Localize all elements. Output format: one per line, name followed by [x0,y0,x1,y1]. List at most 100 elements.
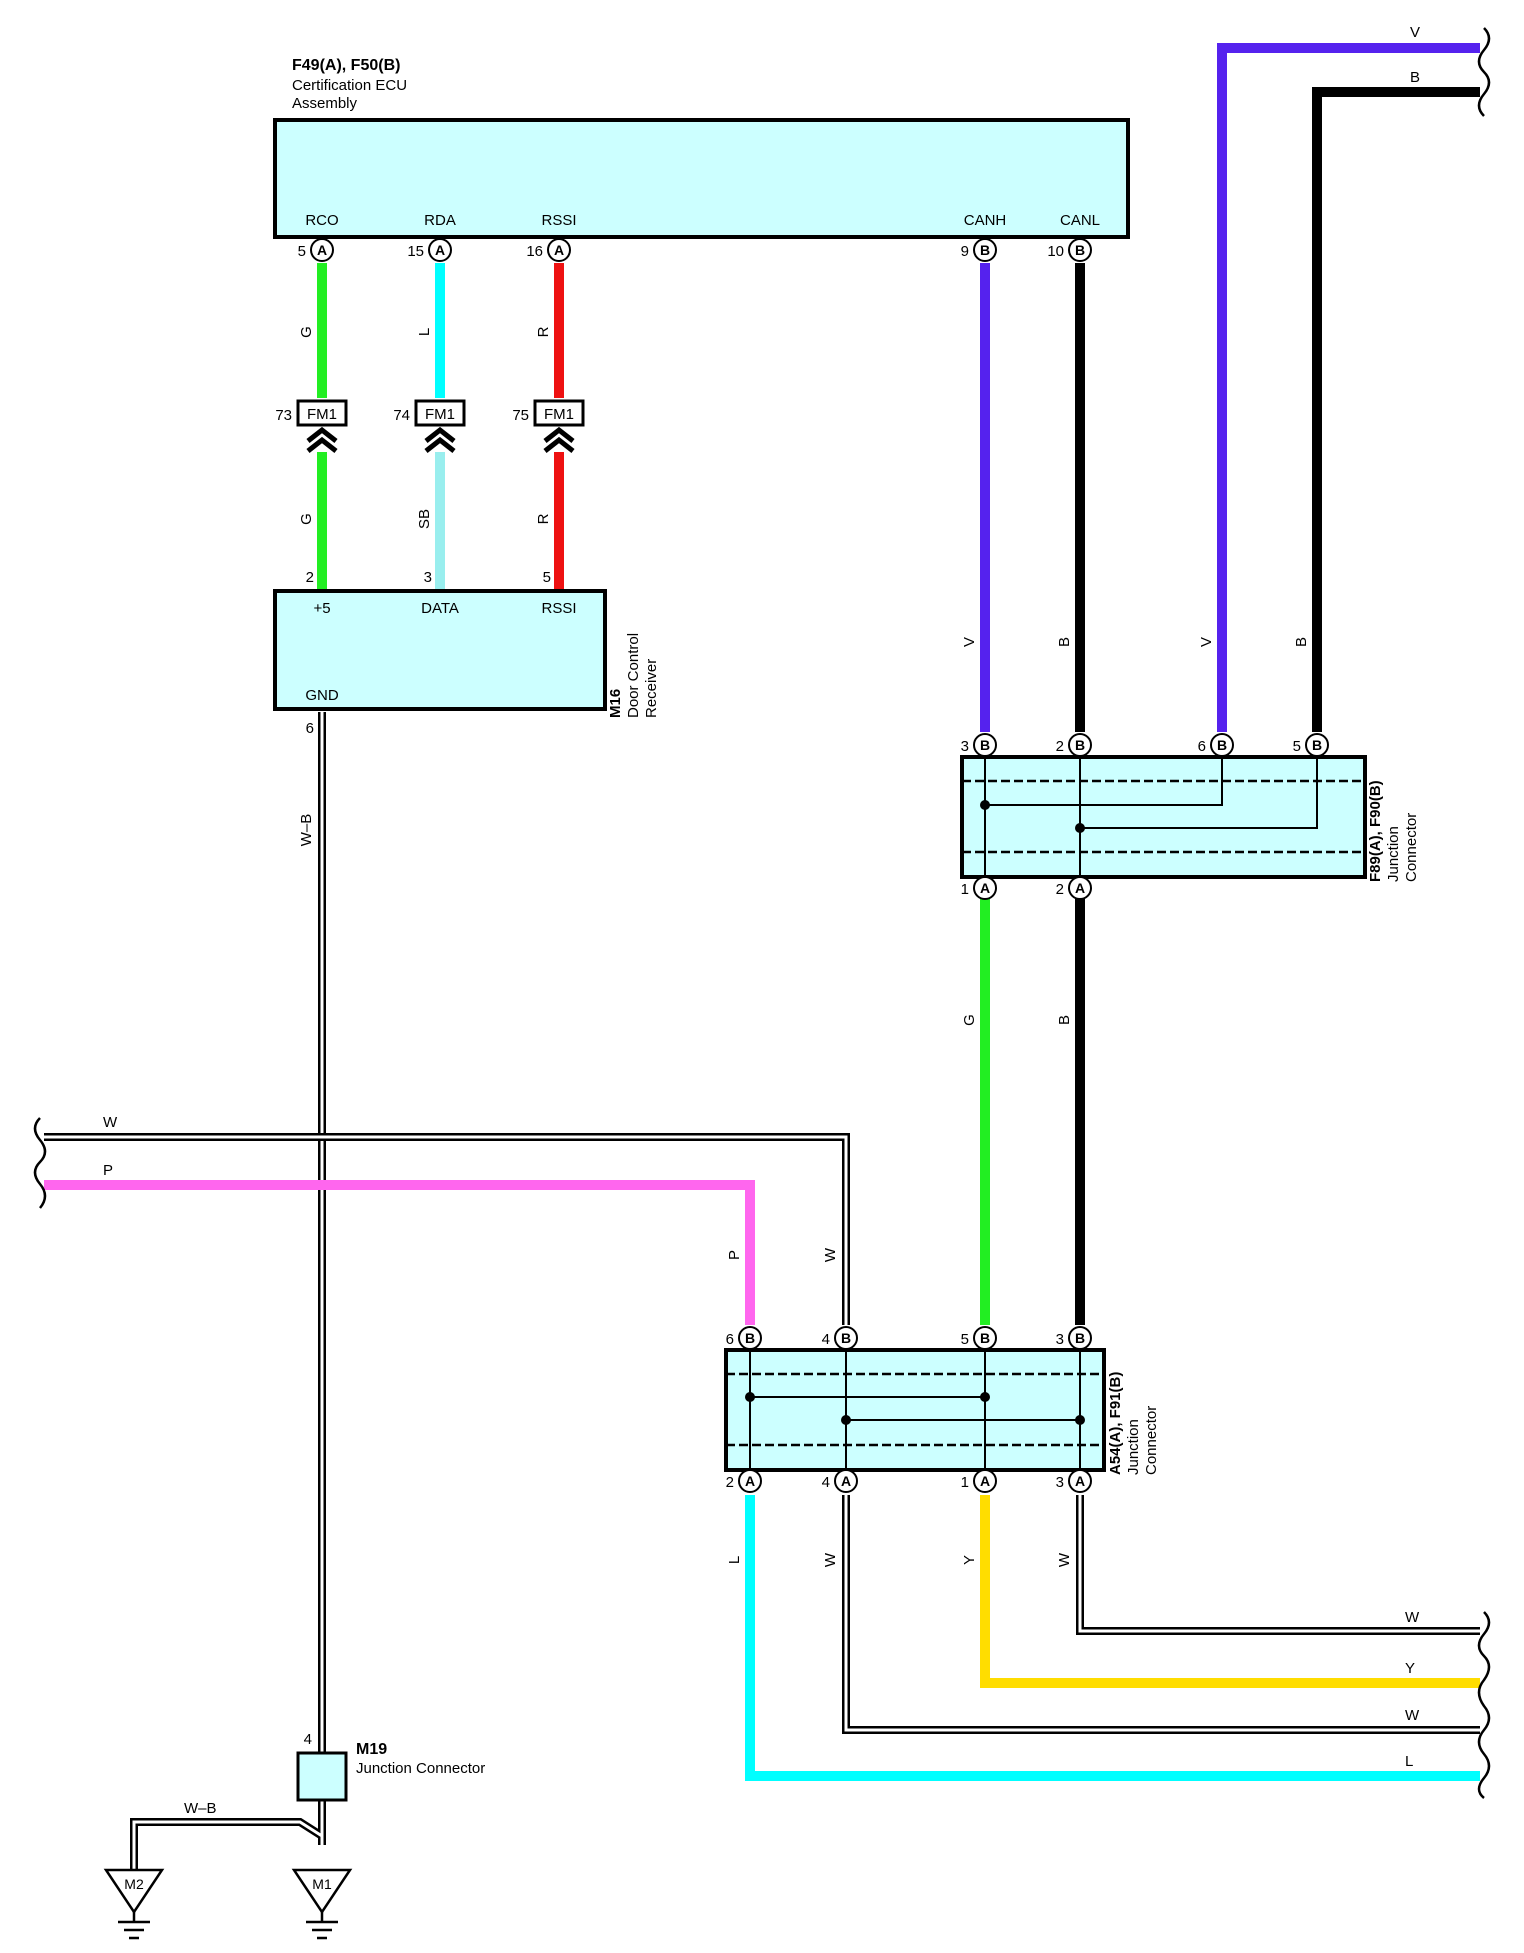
jc-upper-pin-6b: 6 B [1198,733,1234,757]
jc-upper: F89(A), F90(B) Junction Connector [960,755,1420,882]
pin-number: 15 [407,243,424,260]
terminal-name: RSSI [541,212,576,229]
ground-triangle [103,1868,165,1915]
wire-label-bot-w2: W [1056,1552,1073,1567]
receiver-pin-gnd: 6 [306,720,314,737]
ecu-id: F49(A), F50(B) [292,57,400,74]
break-mark-top-right [1477,27,1491,117]
wire-label-rco-lower: G [298,513,315,525]
wire-label-w-vert: W [822,1247,839,1262]
pin-number: 1 [961,881,969,898]
wire-label-rco-upper: G [298,326,315,338]
jc-lower-pin-6b: 6 B [726,1326,762,1350]
pin-circle [738,1326,762,1350]
wire-label-left-p: P [103,1162,113,1179]
ecu-box [273,118,1130,239]
wire-label-bot-w1: W [822,1552,839,1567]
jc-upper-id: F89(A), F90(B) [1367,780,1384,882]
pin-connector: A [435,242,445,258]
fm1-box [296,399,348,427]
fm1-pin: 73 [275,407,292,424]
jc-upper-pin-5b: 5 B [1293,733,1329,757]
pin-number: 4 [822,1474,830,1491]
pin-circle [973,1326,997,1350]
pin-number: 5 [1293,738,1301,755]
ground-label: M1 [312,1876,332,1892]
jc-lower-pin-1a: 1 A [961,1469,997,1493]
ecu-terminal-rssi: RSSI 16 A [526,212,577,262]
pin-connector: A [1075,880,1085,896]
m19-name: Junction Connector [356,1760,485,1777]
pin-circle [1305,733,1329,757]
fm1-box [533,399,585,427]
receiver-pin-rssi: 5 [543,569,551,586]
ground-icon [118,1912,150,1940]
jc-lower-pin-3b: 3 B [1056,1326,1092,1350]
ground-label: M2 [124,1876,144,1892]
pin-number: 10 [1047,243,1064,260]
wire-label-rssi-lower: R [535,513,552,524]
jc-upper-box [960,755,1367,879]
wire-label-right-w1: W [1405,1609,1420,1626]
wire-label-right-w2: W [1405,1707,1420,1724]
fm1-connector-74: 74 FM1 [393,399,466,453]
pin-number: 5 [298,243,306,260]
receiver-box [273,589,607,711]
wire-label-p-vert: P [726,1250,743,1260]
m19-connector: 4 M19 Junction Connector [296,1731,485,1802]
jc-lower-pin-2a: 2 A [726,1469,762,1493]
pin-connector: A [980,880,990,896]
pin-connector: B [1312,737,1322,753]
wire-left-p [44,1180,755,1325]
pin-circle [1068,1326,1092,1350]
pin-circle [1210,733,1234,757]
jc-lower-splice-3 [841,1415,851,1425]
pin-circle [1068,238,1092,262]
pin-circle [1068,733,1092,757]
pin-number: 2 [726,1474,734,1491]
ecu-terminal-rda: RDA 15 A [407,212,456,262]
wire-b-external [1312,87,1480,732]
fm1-connector-73: 73 FM1 [275,399,348,453]
wire-label-gnd-h: W–B [184,1800,217,1817]
pin-number: 2 [1056,881,1064,898]
ecu-terminal-canl: CANL 10 B [1047,212,1100,262]
receiver-id: M16 [607,689,624,718]
jc-lower-id: A54(A), F91(B) [1107,1372,1124,1475]
break-mark-bottom-right [1477,1611,1491,1799]
fm1-connector-75: 75 FM1 [512,399,585,453]
wire-label-rda-upper: L [416,328,433,336]
ecu-terminal-rco: RCO 5 A [298,212,339,262]
jc-upper-pin-1a: 1 A [961,876,997,900]
jc-upper-splice-a [980,800,990,810]
pin-number: 3 [1056,1331,1064,1348]
pin-number: 6 [1198,738,1206,755]
pin-connector: A [841,1473,851,1489]
m19-id: M19 [356,1741,387,1758]
pin-number: 6 [726,1331,734,1348]
wire-label-rda-lower: SB [416,509,433,529]
wire-bottom-y [980,1495,1480,1688]
jc-lower-name-line2: Connector [1143,1406,1160,1475]
jc-upper-pin-2b: 2 B [1056,733,1092,757]
pin-connector: B [1075,1330,1085,1346]
jc-upper-bus-a [984,757,1223,877]
wire-left-w [44,1133,850,1325]
pin-circle [973,238,997,262]
pin-connector: A [1075,1473,1085,1489]
wire-bottom-w2 [1076,1495,1480,1635]
pin-number: 16 [526,243,543,260]
pin-circle [428,238,452,262]
receiver-terminal-rssi: RSSI [541,600,576,617]
wire-label-canl: B [1056,637,1073,647]
wire-label-v-ext: V [1198,637,1215,647]
wires [44,43,1480,1870]
pin-circle [973,876,997,900]
terminal-name: RDA [424,212,456,229]
m19-box [296,1751,348,1802]
pin-number: 5 [961,1331,969,1348]
pin-circle [738,1469,762,1493]
jc-upper-name-line2: Connector [1403,813,1420,882]
pin-connector: B [745,1330,755,1346]
pin-number: 4 [822,1331,830,1348]
